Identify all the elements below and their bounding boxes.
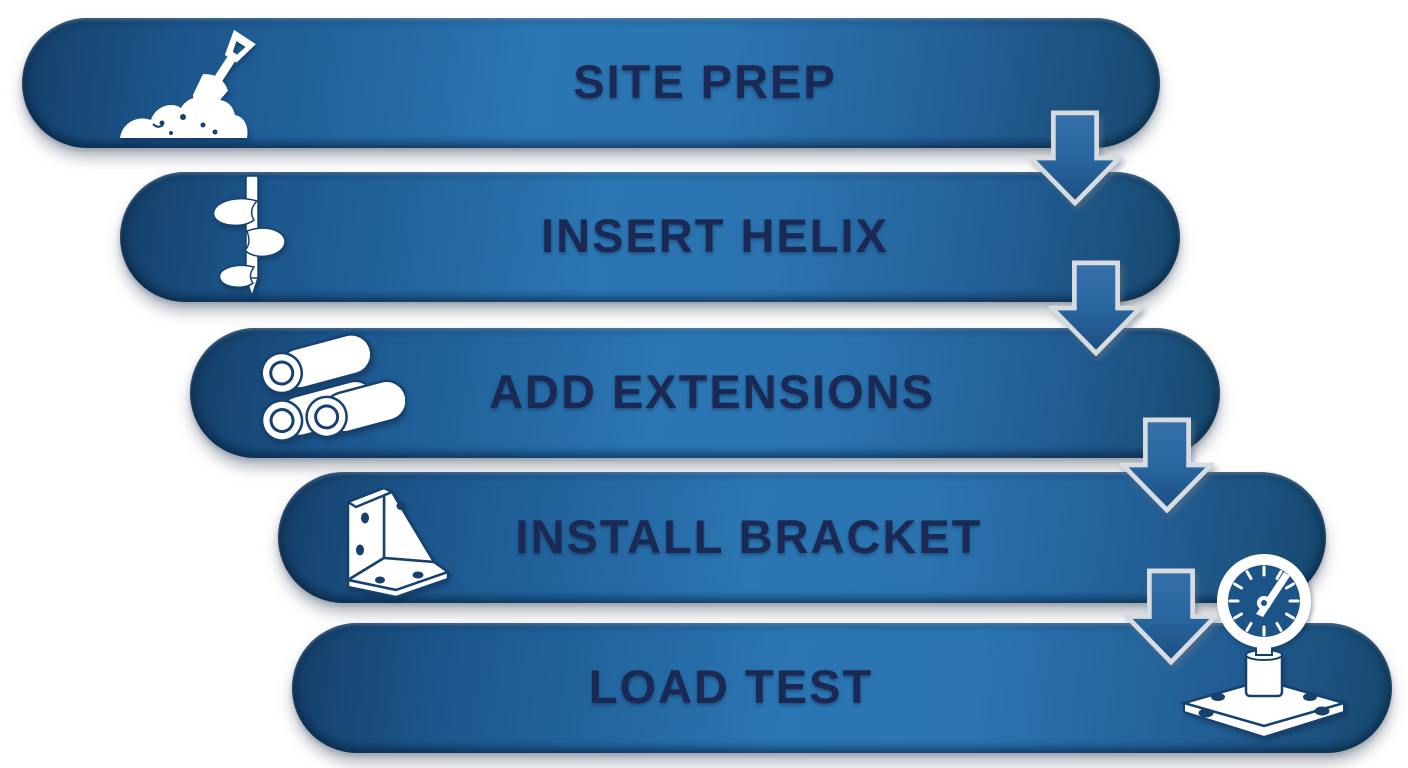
load-gauge-icon <box>1180 554 1349 738</box>
step-label: LOAD TEST <box>588 659 874 713</box>
step-bar-load-test: LOAD TEST <box>292 623 1392 753</box>
step-bar-insert-helix: INSERT HELIX <box>120 172 1180 302</box>
shovel-dirt-icon <box>120 29 256 138</box>
step-label: INSERT HELIX <box>541 208 889 262</box>
step-bar-add-extensions: ADD EXTENSIONS <box>190 328 1220 458</box>
auger-icon <box>212 175 286 299</box>
step-label: ADD EXTENSIONS <box>489 364 935 418</box>
step-bar-site-prep: SITE PREP <box>22 18 1160 148</box>
down-arrow <box>1124 568 1218 665</box>
step-label: SITE PREP <box>573 54 837 108</box>
pipes-icon <box>260 333 405 442</box>
down-arrow <box>1028 110 1122 206</box>
step-label: INSTALL BRACKET <box>515 509 983 563</box>
down-arrow <box>1120 417 1214 513</box>
down-arrow <box>1049 260 1143 356</box>
angle-bracket-icon <box>346 486 450 598</box>
